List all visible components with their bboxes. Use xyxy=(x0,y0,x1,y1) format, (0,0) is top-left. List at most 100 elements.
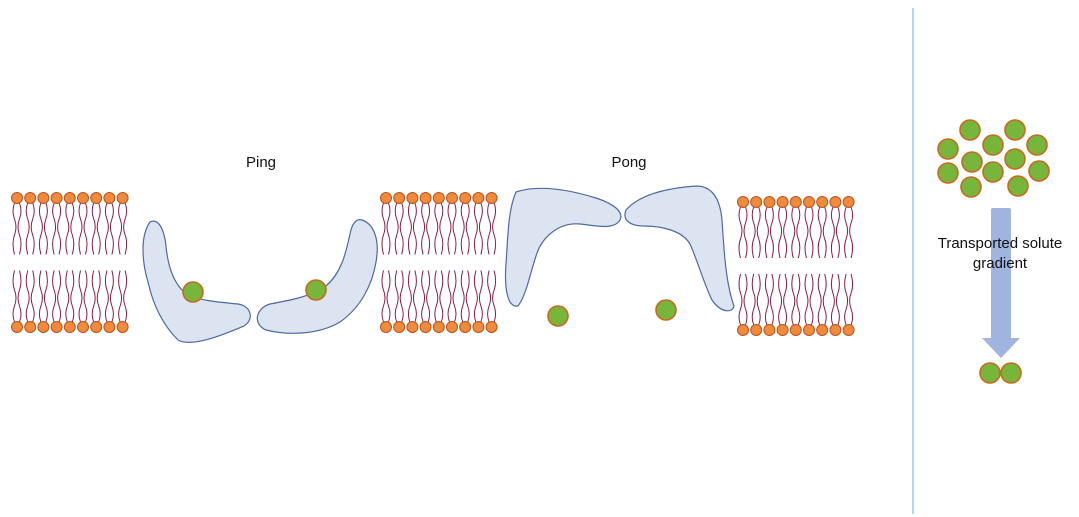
lipid-tail xyxy=(784,207,787,258)
ping-transporter-left-half xyxy=(143,221,250,342)
lipid-tail xyxy=(818,274,821,325)
lipid-tail xyxy=(493,203,496,255)
lipid-tail xyxy=(427,271,430,323)
lipid-tail xyxy=(797,274,800,325)
lipid-head xyxy=(117,193,128,204)
lipid-head xyxy=(843,197,854,208)
lipid-head xyxy=(447,193,458,204)
lipid-tail xyxy=(422,271,425,323)
lipid-head xyxy=(12,193,23,204)
lipid-tail xyxy=(58,203,61,255)
lipid-tail xyxy=(831,274,834,325)
lipid-head xyxy=(790,325,801,336)
lipid-tail xyxy=(453,271,456,323)
lipid-tail xyxy=(479,271,482,323)
lipid-head xyxy=(78,193,89,204)
pong-transporter-left-half xyxy=(506,188,621,306)
lipid-tail xyxy=(387,271,390,323)
lipid-tail xyxy=(770,207,773,258)
lipid-tail xyxy=(466,203,469,255)
pong-transporter-right-half xyxy=(625,186,734,311)
lipid-head xyxy=(830,325,841,336)
pong-label: Pong xyxy=(611,154,646,171)
solute-molecule xyxy=(962,152,982,172)
lipid-tail xyxy=(408,271,411,323)
lipid-head xyxy=(486,322,497,333)
lipid-head xyxy=(64,193,75,204)
lipid-tail xyxy=(850,274,853,325)
lipid-tail xyxy=(474,203,477,255)
lipid-head xyxy=(764,197,775,208)
solute-molecule xyxy=(983,162,1003,182)
lipid-tail xyxy=(797,207,800,258)
lipid-bilayer-left xyxy=(12,193,129,333)
lipid-tail xyxy=(823,207,826,258)
lipid-head xyxy=(473,322,484,333)
lipid-tail xyxy=(26,203,29,255)
lipid-head xyxy=(25,193,36,204)
lipid-tail xyxy=(488,271,491,323)
lipid-tail xyxy=(792,274,795,325)
lipid-head xyxy=(420,193,431,204)
lipid-tail xyxy=(71,203,74,255)
ping-label: Ping xyxy=(246,154,276,171)
lipid-tail xyxy=(395,271,398,323)
lipid-tail xyxy=(810,274,813,325)
lipid-tail xyxy=(53,271,56,323)
lipid-tail xyxy=(31,203,34,255)
lipid-tail xyxy=(448,203,451,255)
lipid-tail xyxy=(79,271,82,323)
lipid-head xyxy=(447,322,458,333)
lipid-tail xyxy=(831,207,834,258)
lipid-bilayer-middle xyxy=(381,193,498,333)
lipid-tail xyxy=(739,274,742,325)
solute-molecule xyxy=(1005,120,1025,140)
lipid-tail xyxy=(92,271,95,323)
lipid-tail xyxy=(413,271,416,323)
lipid-tail xyxy=(810,207,813,258)
lipid-tail xyxy=(845,207,848,258)
lipid-head xyxy=(738,325,749,336)
lipid-tail xyxy=(84,203,87,255)
lipid-tail xyxy=(71,271,74,323)
lipid-tail xyxy=(435,203,438,255)
lipid-tail xyxy=(752,274,755,325)
lipid-tail xyxy=(836,207,839,258)
lipid-tail xyxy=(435,271,438,323)
lipid-tail xyxy=(119,271,122,323)
lipid-tail xyxy=(44,203,47,255)
solute-molecule xyxy=(548,306,568,326)
gradient-label-line2: gradient xyxy=(973,255,1028,272)
lipid-head xyxy=(12,322,23,333)
lipid-tail xyxy=(13,271,16,323)
lipid-head xyxy=(843,325,854,336)
lipid-head xyxy=(78,322,89,333)
lipid-tail xyxy=(18,271,21,323)
lipid-head xyxy=(738,197,749,208)
lipid-head xyxy=(64,322,75,333)
lipid-tail xyxy=(26,271,29,323)
lipid-tail xyxy=(850,207,853,258)
lipid-tail xyxy=(453,203,456,255)
lipid-tail xyxy=(84,271,87,323)
lipid-head xyxy=(51,322,62,333)
lipid-tail xyxy=(448,271,451,323)
lipid-tail xyxy=(413,203,416,255)
lipid-tail xyxy=(422,203,425,255)
lipid-head xyxy=(777,197,788,208)
solute-molecule xyxy=(1027,135,1047,155)
lipid-head xyxy=(38,193,49,204)
lipid-head xyxy=(38,322,49,333)
lipid-tail xyxy=(382,203,385,255)
lipid-head xyxy=(433,193,444,204)
lipid-tail xyxy=(105,271,108,323)
lipid-tail xyxy=(466,271,469,323)
lipid-head xyxy=(790,197,801,208)
solute-molecule xyxy=(306,280,326,300)
lipid-tail xyxy=(845,274,848,325)
lipid-tail xyxy=(744,274,747,325)
lipid-tail xyxy=(400,271,403,323)
lipid-head xyxy=(804,197,815,208)
gradient-legend: Transported solute gradient xyxy=(918,120,1068,383)
lipid-tail xyxy=(474,271,477,323)
